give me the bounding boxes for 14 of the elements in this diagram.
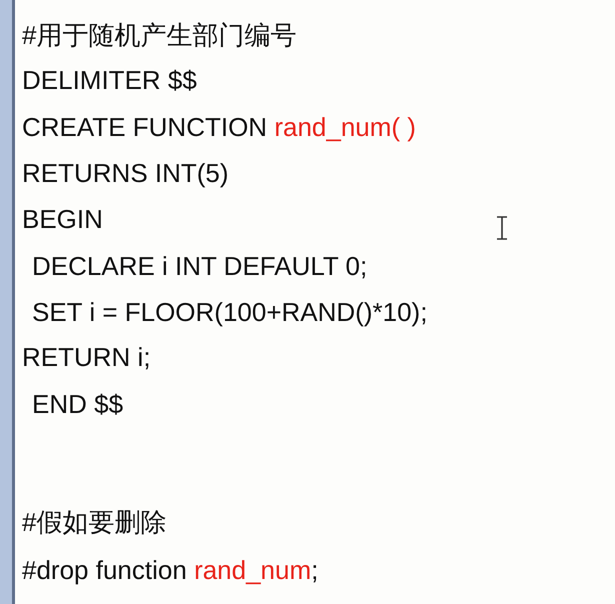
code-text: DELIMITER $$ [22,65,197,95]
code-text: DECLARE i INT DEFAULT 0; [32,251,368,281]
function-name: rand_num( ) [274,112,416,142]
code-text: #假如要删除 [22,507,166,537]
code-text: END $$ [32,389,124,419]
code-text: RETURN i; [22,342,151,372]
code-text: SET i = FLOOR(100+RAND()*10); [32,297,428,327]
function-name: rand_num [194,555,312,585]
code-text: #用于随机产生部门编号 [22,20,296,50]
code-text: #drop function [22,555,187,585]
code-text: ; [311,555,318,585]
code-text: RETURNS INT(5) [22,158,229,188]
code-text: BEGIN [22,204,103,234]
code-text: CREATE FUNCTION [22,112,268,142]
